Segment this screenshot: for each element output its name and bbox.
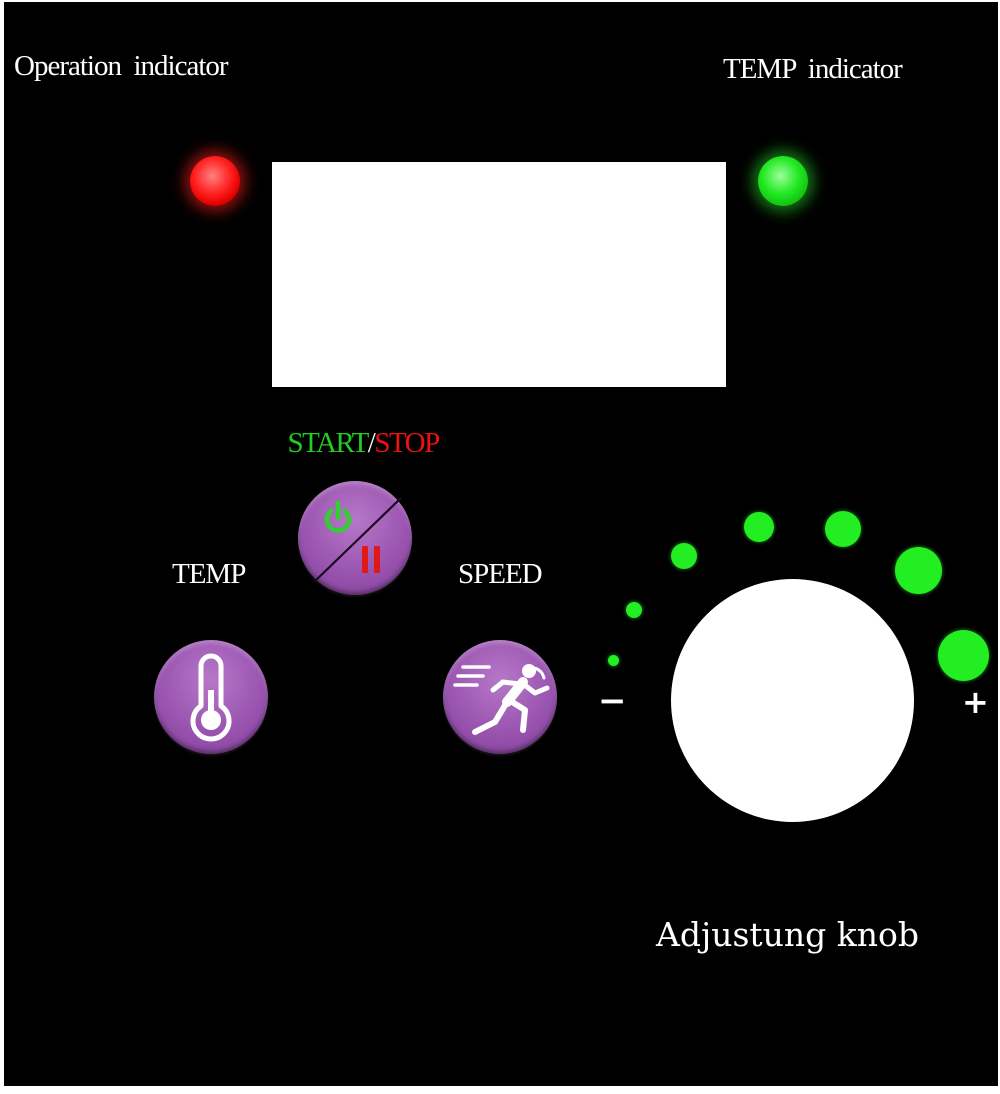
stop-text: STOP: [374, 427, 440, 459]
start-text: START: [287, 427, 370, 459]
start-stop-separator: /: [367, 427, 376, 459]
temp-button[interactable]: [154, 640, 268, 754]
temp-indicator-label: TEMP indicator: [723, 53, 903, 85]
operation-indicator-label: Operation indicator: [14, 50, 229, 82]
speed-button[interactable]: [443, 640, 557, 754]
adjusting-knob[interactable]: [671, 579, 914, 822]
temp-indicator-led: [758, 156, 808, 206]
knob-label: Adjustung knob: [656, 915, 920, 954]
level-dot-7: [938, 630, 989, 681]
plus-sign: +: [962, 683, 989, 721]
temp-button-label: TEMP: [172, 558, 246, 590]
power-pause-icon: [313, 497, 402, 583]
thermometer-icon: [190, 653, 232, 742]
start-stop-button[interactable]: [298, 481, 412, 595]
level-dot-1: [608, 655, 619, 666]
start-stop-label: START/STOP: [276, 400, 441, 459]
operation-indicator-led: [190, 156, 240, 206]
level-dot-6: [895, 547, 942, 594]
running-person-icon: [453, 664, 550, 735]
level-dot-4: [744, 512, 774, 542]
level-dot-3: [671, 543, 697, 569]
speed-button-label: SPEED: [458, 558, 543, 590]
level-dot-2: [626, 602, 642, 618]
level-dot-5: [825, 511, 861, 547]
display-screen: [272, 162, 726, 387]
minus-sign: −: [598, 681, 627, 721]
